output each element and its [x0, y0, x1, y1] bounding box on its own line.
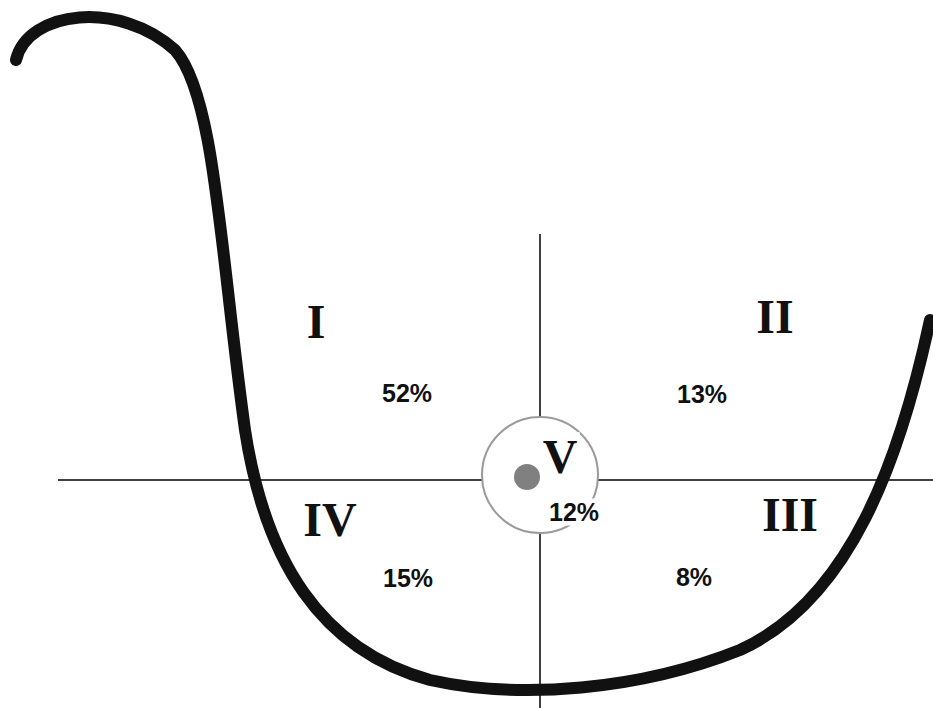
percentage: 8% [674, 564, 714, 591]
quadrant-numeral: V [541, 432, 580, 482]
quadrant-numeral: III [760, 490, 820, 540]
percentage: 15% [381, 565, 435, 592]
percentage: 52% [380, 380, 434, 407]
quadrant-numeral: I [305, 297, 328, 347]
percentage: 12% [547, 499, 601, 526]
quadrant-numeral: II [754, 292, 795, 342]
center-dot [514, 464, 540, 490]
outline-curve [16, 17, 930, 690]
quadrant-numeral: IV [301, 495, 358, 545]
percentage: 13% [675, 381, 729, 408]
